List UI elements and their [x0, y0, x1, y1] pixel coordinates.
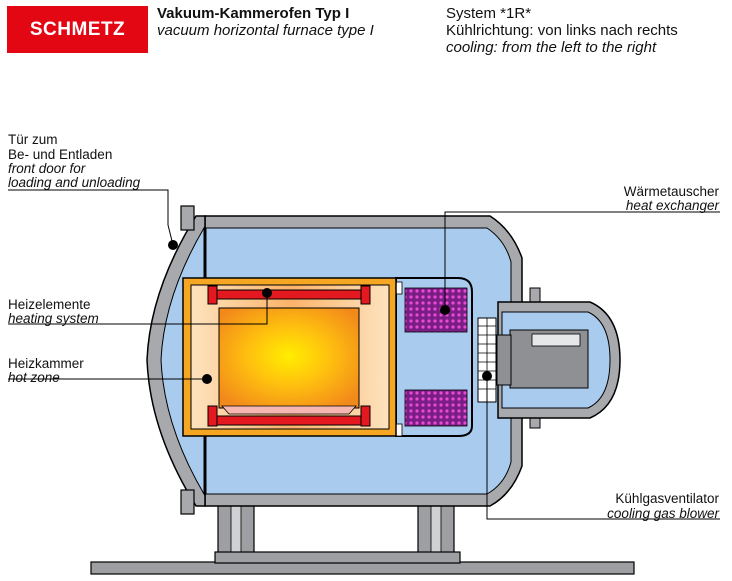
system-label: System *1R* [446, 5, 532, 22]
door-marker [168, 240, 178, 250]
cooling-direction-english: cooling: from the left to the right [446, 39, 657, 56]
heating-element-bottom [207, 405, 371, 427]
schmetz-logo: SCHMETZ [7, 6, 148, 53]
door-label-de-2: Be- und Entladen [8, 147, 113, 162]
logo-text: SCHMETZ [29, 18, 126, 40]
door-label-en-1: front door for [8, 161, 86, 176]
blower-label-en: cooling gas blower [607, 506, 719, 521]
heating-label-de: Heizelemente [8, 297, 91, 312]
door-label-en-2: loading and unloading [8, 175, 141, 190]
hotzone-label-en: hot zone [8, 370, 60, 385]
blower-label-de: Kühlgasventilator [615, 491, 719, 506]
blower-marker [482, 371, 492, 381]
heatex-label-en: heat exchanger [625, 198, 719, 213]
blower-housing [496, 287, 621, 429]
heating-element-top [207, 285, 371, 305]
cooling-direction-german: Kühlrichtung: von links nach rechts [446, 22, 678, 39]
heatex-label-de: Wärmetauscher [623, 184, 719, 199]
stand-base [214, 551, 461, 564]
hot-zone-interior [218, 307, 360, 409]
title-english: vacuum horizontal furnace type I [157, 22, 374, 39]
leader-lines [8, 189, 720, 520]
hotzone-label-de: Heizkammer [8, 356, 84, 371]
heating-marker [262, 288, 272, 298]
heatex-marker [440, 305, 450, 315]
door-label-de-1: Tür zum [8, 132, 58, 147]
heating-label-en: heating system [8, 311, 99, 326]
floor-base [90, 561, 635, 575]
door-flange-bottom [180, 489, 195, 515]
title-german: Vakuum-Kammerofen Typ I [157, 5, 350, 22]
door-flange-top [180, 205, 195, 231]
heat-exchanger-upper [404, 287, 468, 333]
heat-exchanger-lower [404, 389, 468, 427]
hotzone-marker [202, 374, 212, 384]
